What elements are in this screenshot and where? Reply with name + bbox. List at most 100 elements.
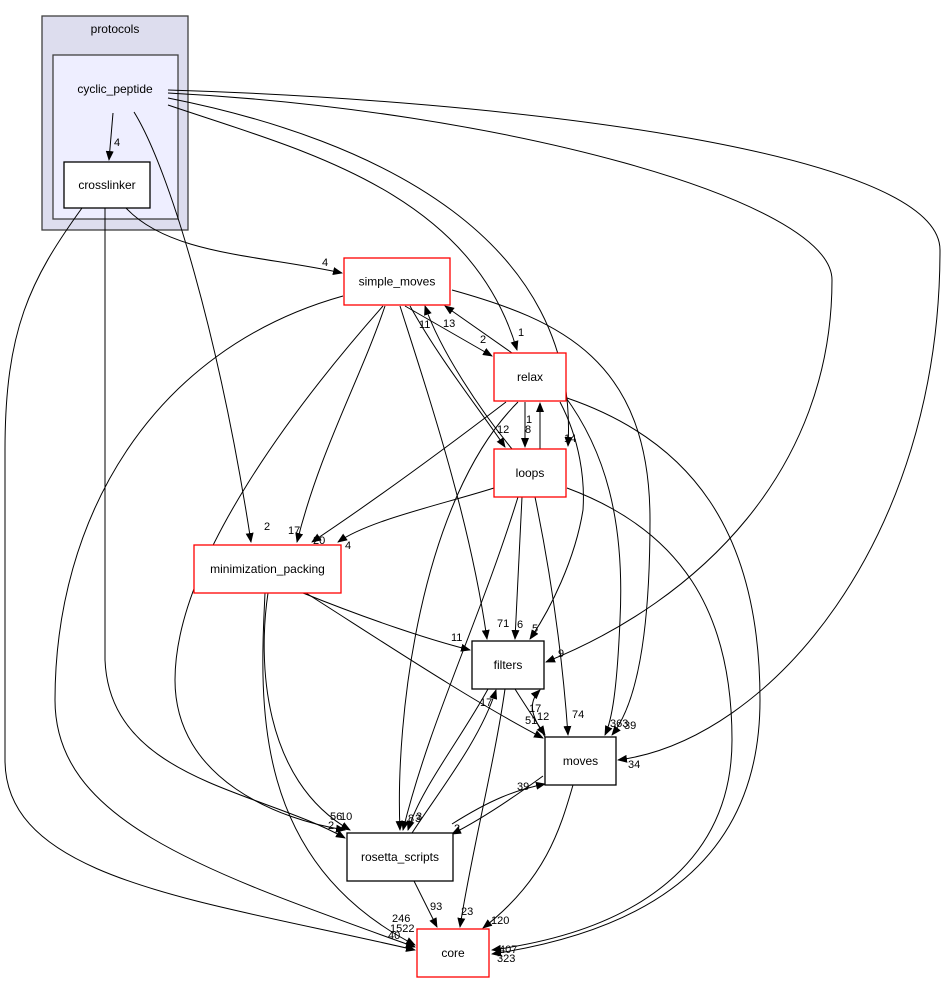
edge-label-minimization-packing-to-core[interactable]: 246 <box>392 913 410 925</box>
edge-cyclic-peptide-to-moves[interactable] <box>167 89 941 763</box>
edge-filters-to-rosetta-scripts[interactable] <box>406 688 489 831</box>
edge-relax-to-simple-moves[interactable] <box>444 305 513 354</box>
edge-rosetta-scripts-to-core[interactable] <box>413 880 438 928</box>
edge-rosetta-scripts-to-moves[interactable] <box>451 781 546 825</box>
edge-label-simple-moves-to-rosetta-scripts[interactable]: 56 <box>330 811 342 823</box>
edge-minimization-packing-to-rosetta-scripts[interactable] <box>263 592 351 831</box>
edge-label-rosetta-scripts-to-filters[interactable]: 17 <box>480 697 492 709</box>
edge-label-loops-to-relax[interactable]: 1 <box>526 414 532 426</box>
edge-label-relax-to-filters[interactable]: 5 <box>532 623 538 635</box>
edge-moves-to-filters[interactable] <box>530 689 546 738</box>
node-label-crosslinker: crosslinker <box>78 178 135 192</box>
edge-label-loops-to-minimization-packing[interactable]: 4 <box>345 540 351 552</box>
edge-relax-to-core[interactable] <box>491 397 761 957</box>
edge-label-crosslinker-to-simple-moves[interactable]: 4 <box>322 257 328 269</box>
edge-minimization-packing-to-filters[interactable] <box>302 592 471 652</box>
edges-layer <box>4 89 941 957</box>
node-moves[interactable]: moves <box>544 736 617 786</box>
edge-loops-to-filters[interactable] <box>511 496 523 640</box>
node-label-moves: moves <box>563 754 598 768</box>
edge-label-cyclic-peptide-to-moves[interactable]: 34 <box>628 759 640 771</box>
edge-label-loops-to-core[interactable]: 407 <box>499 944 517 956</box>
edge-loops-to-simple-moves[interactable] <box>424 305 513 450</box>
edge-cyclic-peptide-to-relax[interactable] <box>167 104 519 351</box>
edge-crosslinker-to-simple-moves[interactable] <box>125 207 343 275</box>
edge-label-relax-to-minimization-packing[interactable]: 20 <box>313 535 325 547</box>
edge-minimization-packing-to-core[interactable] <box>262 592 416 946</box>
node-box-moves <box>544 736 617 786</box>
edge-simple-moves-to-core[interactable] <box>54 295 416 948</box>
edge-label-moves-to-core[interactable]: 120 <box>491 915 509 927</box>
edge-label-relax-to-loops[interactable]: 8 <box>525 424 531 436</box>
node-label-simple-moves: simple_moves <box>359 275 436 289</box>
edge-label-loops-to-rosetta-scripts[interactable]: 3 <box>415 813 421 825</box>
edge-cyclic-peptide-to-crosslinker[interactable] <box>105 112 114 161</box>
edge-simple-moves-to-moves[interactable] <box>451 289 651 736</box>
edge-simple-moves-to-rosetta-scripts[interactable] <box>174 305 384 833</box>
edge-label-crosslinker-to-rosetta-scripts[interactable]: 2 <box>328 820 334 832</box>
edge-label-moves-to-filters[interactable]: 17 <box>529 703 541 715</box>
edge-moves-to-core[interactable] <box>482 784 574 929</box>
edge-label-minimization-packing-to-filters[interactable]: 11 <box>451 632 462 644</box>
node-filters[interactable]: filters <box>471 640 545 690</box>
edge-filters-to-core[interactable] <box>457 688 506 928</box>
edge-cyclic-peptide-to-minimization-packing[interactable] <box>133 111 254 543</box>
edge-relax-to-rosetta-scripts[interactable] <box>395 401 519 831</box>
edge-minimization-packing-to-moves[interactable] <box>305 592 544 739</box>
edge-filters-to-moves[interactable] <box>514 688 546 736</box>
edge-crosslinker-to-core[interactable] <box>4 207 416 952</box>
edge-simple-moves-to-filters[interactable] <box>399 305 490 640</box>
edge-label-simple-moves-to-moves[interactable]: 39 <box>624 720 636 732</box>
edge-label-loops-to-moves[interactable]: 74 <box>572 709 584 721</box>
edge-label-rosetta-scripts-to-moves[interactable]: 39 <box>517 781 529 793</box>
edge-loops-to-moves[interactable] <box>534 496 572 736</box>
edge-label-filters-to-moves[interactable]: 12 <box>537 711 549 723</box>
node-box-core <box>416 928 490 978</box>
edge-relax-to-filters[interactable] <box>529 401 584 640</box>
node-relax[interactable]: relax <box>493 352 567 402</box>
edge-label-moves-to-rosetta-scripts[interactable]: 2 <box>454 823 460 835</box>
edge-label-relax-to-rosetta-scripts[interactable]: 8 <box>408 813 414 825</box>
edge-label-simple-moves-to-minimization-packing[interactable]: 17 <box>288 525 300 537</box>
edge-label-minimization-packing-to-rosetta-scripts[interactable]: 10 <box>340 811 352 823</box>
edge-crosslinker-to-rosetta-scripts[interactable] <box>104 208 346 839</box>
edge-rosetta-scripts-to-filters[interactable] <box>411 689 498 834</box>
edge-moves-to-rosetta-scripts[interactable] <box>451 775 544 835</box>
node-loops[interactable]: loops <box>493 448 567 498</box>
node-core[interactable]: core <box>416 928 490 978</box>
edge-label-cyclic-peptide-to-loops[interactable]: 14 <box>564 433 576 445</box>
edge-label-rosetta-scripts-to-core[interactable]: 93 <box>430 901 442 913</box>
edge-label-cyclic-peptide-to-filters[interactable]: 9 <box>558 648 564 660</box>
edge-loops-to-core[interactable] <box>491 487 733 953</box>
node-simple-moves[interactable]: simple_moves <box>343 257 451 306</box>
edge-loops-to-minimization-packing[interactable] <box>337 487 495 543</box>
edge-relax-to-minimization-packing[interactable] <box>311 401 507 543</box>
edge-label-cyclic-peptide-to-relax[interactable]: 1 <box>518 327 524 339</box>
node-minimization-packing[interactable]: minimization_packing <box>193 544 342 594</box>
edge-simple-moves-to-loops[interactable] <box>409 305 506 448</box>
node-label-minimization-packing: minimization_packing <box>210 562 325 576</box>
edge-label-loops-to-filters[interactable]: 6 <box>517 619 523 631</box>
edge-label-relax-to-simple-moves[interactable]: 13 <box>443 318 455 330</box>
edge-label-minimization-packing-to-moves[interactable]: 51 <box>525 715 537 727</box>
edge-relax-to-moves[interactable] <box>563 394 622 736</box>
edge-cyclic-peptide-to-filters[interactable] <box>167 92 833 663</box>
edge-label-filters-to-rosetta-scripts[interactable]: 3 <box>416 811 422 823</box>
edge-label-relax-to-core[interactable]: 323 <box>497 953 515 965</box>
edge-simple-moves-to-relax[interactable] <box>404 305 493 357</box>
edge-label-loops-to-simple-moves[interactable]: 11 <box>419 319 430 331</box>
edge-label-simple-moves-to-filters[interactable]: 71 <box>497 618 509 630</box>
edge-label-relax-to-moves[interactable]: 363 <box>610 718 628 730</box>
edge-label-filters-to-core[interactable]: 23 <box>461 906 473 918</box>
node-crosslinker[interactable]: crosslinker <box>63 161 151 209</box>
edge-label-crosslinker-to-core[interactable]: 40 <box>388 930 400 942</box>
edge-simple-moves-to-minimization-packing[interactable] <box>295 305 386 543</box>
edge-label-simple-moves-to-core[interactable]: 1522 <box>390 923 414 935</box>
edge-label-cyclic-peptide-to-crosslinker[interactable]: 4 <box>114 137 120 149</box>
node-box-relax <box>493 352 567 402</box>
edge-label-simple-moves-to-relax[interactable]: 2 <box>480 334 486 346</box>
node-rosetta-scripts[interactable]: rosetta_scripts <box>346 832 454 882</box>
edge-label-simple-moves-to-loops[interactable]: 12 <box>497 424 509 436</box>
edge-loops-to-rosetta-scripts[interactable] <box>401 496 519 831</box>
edge-label-cyclic-peptide-to-minimization-packing[interactable]: 2 <box>264 521 270 533</box>
